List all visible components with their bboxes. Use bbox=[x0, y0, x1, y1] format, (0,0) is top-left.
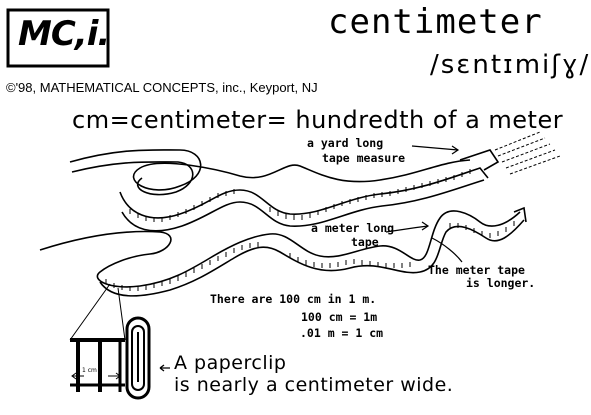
definition: cm=centimeter= hundredth of a meter bbox=[72, 106, 564, 134]
logo-border bbox=[6, 8, 110, 68]
fact-line-3: .01 m = 1 cm bbox=[300, 326, 384, 340]
paperclip-caption-line2: is nearly a centimeter wide. bbox=[174, 374, 454, 396]
yard-tape-label-line2: tape measure bbox=[322, 151, 406, 165]
comparison-label-line1: The meter tape bbox=[428, 263, 525, 277]
copyright-notice: ©'98, MATHEMATICAL CONCEPTS, inc., Keypo… bbox=[6, 80, 318, 95]
logo: MC,i. bbox=[18, 14, 110, 54]
pointer-arrows bbox=[385, 145, 463, 263]
meter-tape bbox=[39, 206, 527, 297]
meter-tape-label-line2: tape bbox=[351, 235, 379, 249]
page-title: centimeter bbox=[328, 2, 543, 42]
meter-tape-label-line1: a meter long bbox=[311, 221, 395, 235]
comparison-label-line2: is longer. bbox=[466, 276, 536, 290]
paperclip-diagram bbox=[69, 283, 170, 400]
paperclip-caption-line1: A paperclip bbox=[174, 352, 287, 374]
yard-tape-label-line1: a yard long bbox=[307, 136, 384, 150]
fact-line-2: 100 cm = 1m bbox=[301, 310, 378, 324]
fact-line-1: There are 100 cm in 1 m. bbox=[210, 292, 377, 306]
pronunciation: /sɛntɪmiʃɣ/ bbox=[430, 50, 591, 80]
scale-label: 1 cm bbox=[82, 367, 97, 374]
yard-tape bbox=[69, 131, 561, 232]
